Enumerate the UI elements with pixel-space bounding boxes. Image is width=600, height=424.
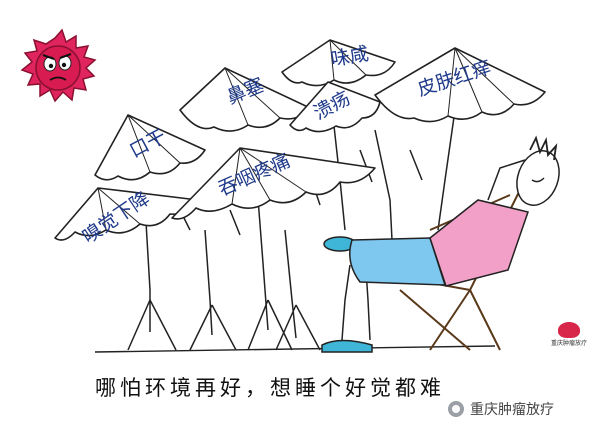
- umbrella-canopy: [374, 47, 546, 123]
- logo-mark-icon: [558, 322, 580, 338]
- umbrella-canopy: [289, 81, 381, 133]
- wechat-icon: [448, 401, 464, 417]
- shirt: [429, 199, 529, 287]
- head: [516, 150, 560, 206]
- umbrella-canopy: [94, 114, 206, 181]
- watermark: 重庆肿瘤放疗: [448, 398, 554, 420]
- sleeping-person: [321, 135, 560, 353]
- umbrella-canopy: [171, 147, 376, 220]
- logo: 重庆肿瘤放疗: [548, 322, 590, 352]
- angry-sun-icon: [20, 28, 97, 103]
- watermark-text: 重庆肿瘤放疗: [470, 402, 554, 418]
- logo-text: 重庆肿瘤放疗: [550, 340, 587, 347]
- ground-line: [94, 345, 496, 353]
- shoe: [321, 339, 373, 353]
- umbrella-stands: [127, 89, 456, 351]
- caption-text: 哪怕环境再好，想睡个好觉都难: [95, 376, 445, 400]
- shorts: [349, 237, 447, 286]
- umbrella-canopy: [281, 39, 396, 87]
